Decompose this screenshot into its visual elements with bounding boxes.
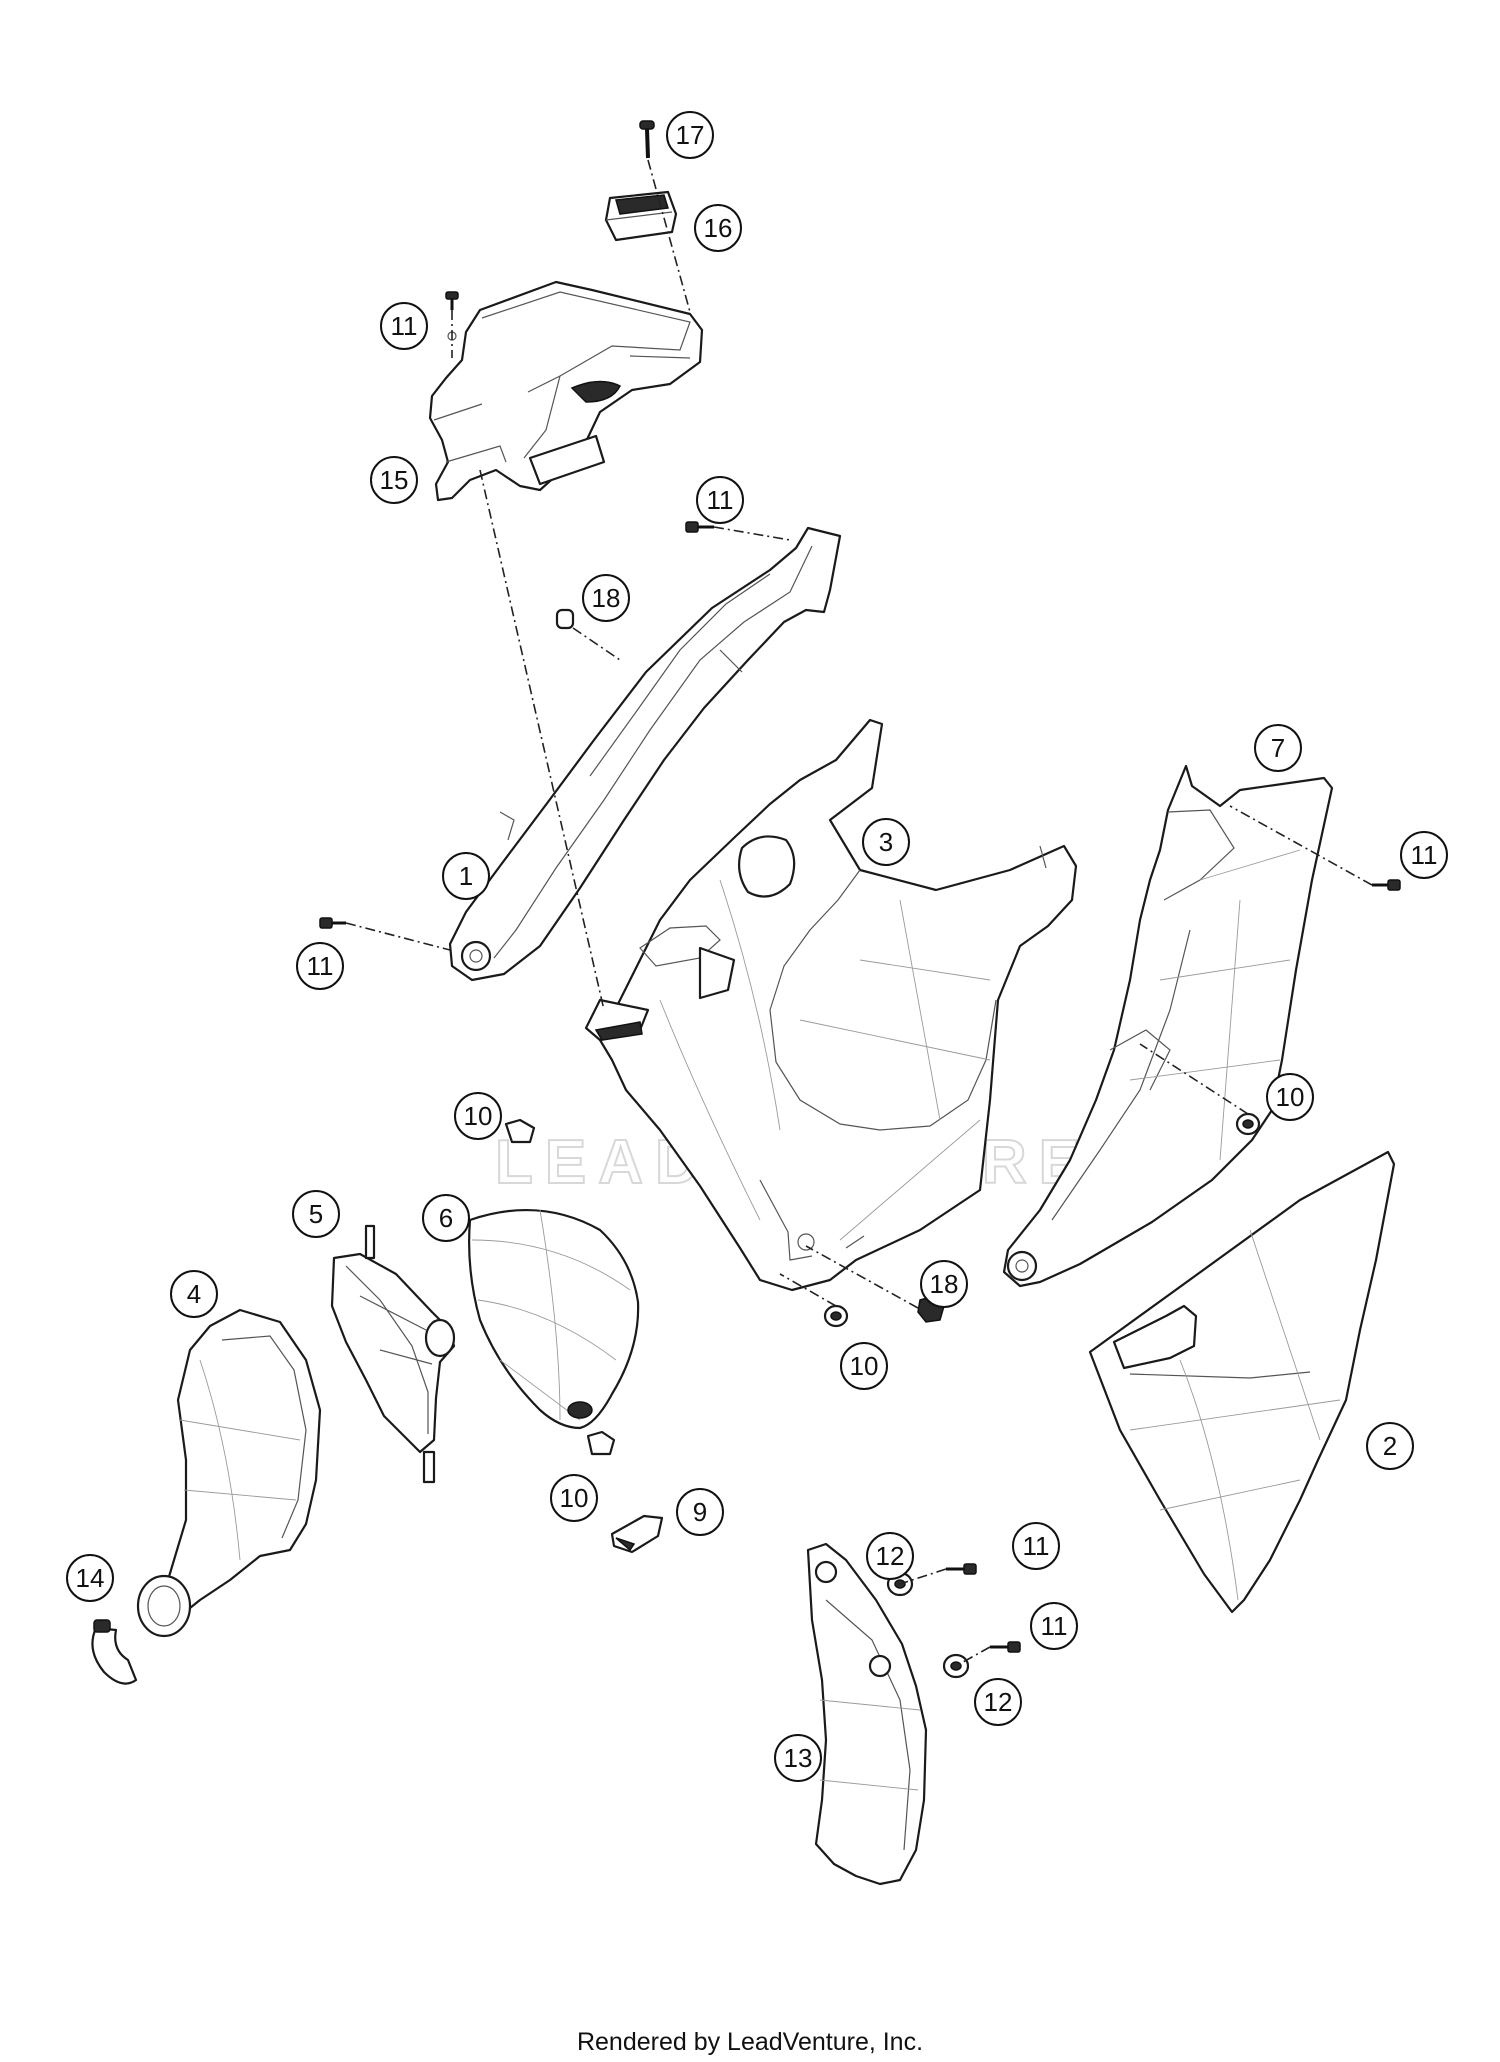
grommet-10-d[interactable] [586,1430,616,1456]
callout-14[interactable]: 14 [66,1554,114,1602]
callout-label: 10 [560,1483,589,1513]
callout-10[interactable]: 10 [1266,1073,1314,1121]
callout-label: 12 [876,1541,905,1571]
callout-10[interactable]: 10 [454,1092,502,1140]
part-14-hose-clamp[interactable] [91,1619,138,1685]
callout-label: 1 [459,861,473,891]
bolt-11-f[interactable] [990,1641,1021,1653]
callout-16[interactable]: 16 [694,204,742,252]
callout-11[interactable]: 11 [1400,831,1448,879]
callout-18[interactable]: 18 [920,1260,968,1308]
callout-label: 13 [784,1743,813,1773]
bolt-11-c[interactable] [319,917,346,929]
callouts: 17 16 11 15 11 18 7 3 11 1 11 [66,111,1448,1782]
callout-13[interactable]: 13 [774,1734,822,1782]
callout-label: 15 [380,465,409,495]
callout-label: 2 [1383,1431,1397,1461]
callout-label: 12 [984,1687,1013,1717]
callout-9[interactable]: 9 [676,1488,724,1536]
callout-10[interactable]: 10 [550,1474,598,1522]
callout-12[interactable]: 12 [974,1678,1022,1726]
callout-label: 11 [1023,1531,1050,1561]
callout-label: 11 [307,951,334,981]
nut-12-b[interactable] [942,1653,970,1679]
callout-3[interactable]: 3 [862,818,910,866]
callout-label: 11 [391,311,418,341]
callout-6[interactable]: 6 [422,1194,470,1242]
callout-label: 10 [1276,1082,1305,1112]
part-2-side-cover[interactable] [1088,1150,1396,1614]
collar-18-a[interactable] [555,608,575,630]
callout-11[interactable]: 11 [1012,1522,1060,1570]
callout-label: 11 [1041,1611,1068,1641]
bolt-11-a[interactable] [445,291,459,310]
bolt-11-e[interactable] [946,1563,977,1575]
part-1-side-bracket[interactable] [448,526,842,982]
callout-4[interactable]: 4 [170,1270,218,1318]
callout-label: 10 [850,1351,879,1381]
part-4-intake-boot[interactable] [136,1308,322,1638]
grommet-10-b[interactable] [1235,1112,1261,1136]
part-17-screw[interactable] [639,120,655,159]
part-7-right-side-bracket[interactable] [1002,764,1334,1288]
callout-label: 5 [309,1199,323,1229]
part-5-filter-cage[interactable] [330,1224,456,1484]
part-3-air-box[interactable] [584,718,1078,1292]
part-15-battery-holder[interactable] [428,280,704,502]
callout-11[interactable]: 11 [696,476,744,524]
footer-credit: Rendered by LeadVenture, Inc. [576,2028,924,2056]
callout-1[interactable]: 1 [442,852,490,900]
callout-5[interactable]: 5 [292,1190,340,1238]
part-6-air-filter[interactable] [468,1208,640,1430]
callout-11[interactable]: 11 [1030,1602,1078,1650]
callout-12[interactable]: 12 [866,1532,914,1580]
callout-label: 10 [464,1101,493,1131]
callout-18[interactable]: 18 [582,574,630,622]
callout-11[interactable]: 11 [296,942,344,990]
callout-label: 7 [1271,733,1285,763]
callout-7[interactable]: 7 [1254,724,1302,772]
callout-label: 11 [1411,840,1438,870]
part-16-rubber-pad[interactable] [604,190,678,242]
callout-10[interactable]: 10 [840,1342,888,1390]
callout-label: 3 [879,827,893,857]
callout-label: 4 [187,1279,201,1309]
bolt-11-b[interactable] [685,521,714,533]
callout-label: 18 [930,1269,959,1299]
assembly-lines [345,159,1373,1667]
part-9-clip[interactable] [610,1514,664,1554]
callout-label: 14 [76,1563,105,1593]
callout-label: 18 [592,583,621,613]
callout-11[interactable]: 11 [380,302,428,350]
callout-label: 11 [707,485,734,515]
callout-label: 6 [439,1203,453,1233]
grommet-10-c[interactable] [823,1304,849,1328]
callout-label: 9 [693,1497,707,1527]
callout-2[interactable]: 2 [1366,1422,1414,1470]
grommet-10-a[interactable] [504,1118,536,1144]
callout-15[interactable]: 15 [370,456,418,504]
callout-label: 16 [704,213,733,243]
bolt-11-d[interactable] [1372,879,1401,891]
callout-17[interactable]: 17 [666,111,714,159]
callout-label: 17 [676,120,705,150]
part-13-heat-shield[interactable] [806,1542,928,1886]
